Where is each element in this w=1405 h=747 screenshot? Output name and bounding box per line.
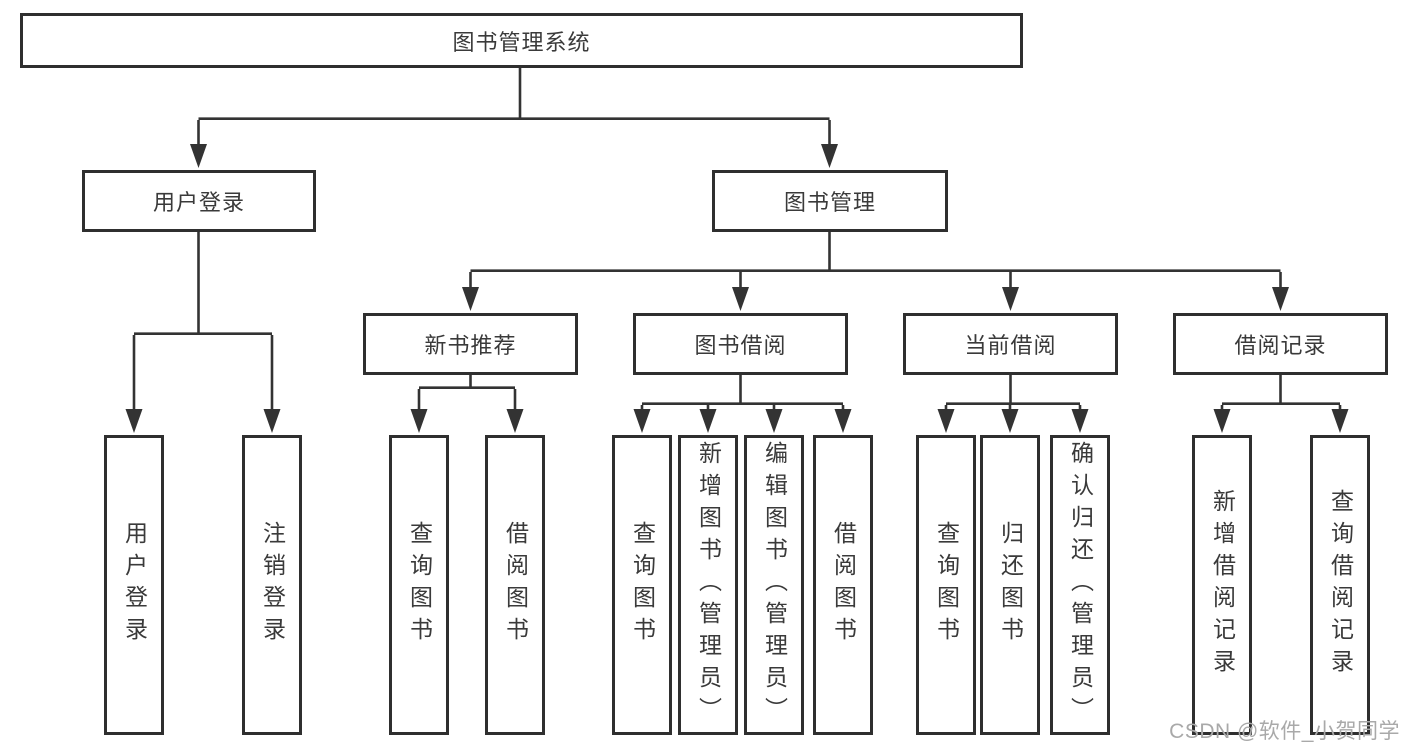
leaf-add-books-admin: 新增图书（管理员） [678, 435, 738, 735]
leaf-return-books-label: 归还图书 [997, 521, 1024, 649]
connector-arrowheads [125, 144, 1349, 433]
node-user-login-label: 用户登录 [152, 190, 245, 215]
node-borrowing-records: 借阅记录 [1173, 313, 1388, 375]
node-book-borrowing: 图书借阅 [633, 313, 848, 375]
leaf-borrow-books-recommend: 借阅图书 [485, 435, 545, 735]
leaf-confirm-return-admin-label: 确认归还（管理员） [1067, 441, 1094, 729]
leaf-add-borrow-record: 新增借阅记录 [1192, 435, 1252, 735]
node-book-management: 图书管理 [712, 170, 948, 232]
node-new-book-recommend-label: 新书推荐 [424, 333, 517, 358]
leaf-query-borrow-record: 查询借阅记录 [1310, 435, 1370, 735]
node-borrowing-records-label: 借阅记录 [1234, 333, 1327, 358]
node-library-system: 图书管理系统 [20, 13, 1023, 68]
leaf-query-books-recommend-label: 查询图书 [406, 521, 433, 649]
leaf-borrow-books: 借阅图书 [813, 435, 873, 735]
leaf-edit-books-admin-label: 编辑图书（管理员） [761, 441, 788, 729]
node-new-book-recommend: 新书推荐 [363, 313, 578, 375]
leaf-query-borrow-record-label: 查询借阅记录 [1327, 489, 1354, 681]
leaf-query-books-current: 查询图书 [916, 435, 976, 735]
node-current-borrowing-label: 当前借阅 [964, 333, 1057, 358]
node-book-borrowing-label: 图书借阅 [694, 333, 787, 358]
node-library-system-label: 图书管理系统 [452, 29, 591, 55]
leaf-borrow-books-recommend-label: 借阅图书 [502, 521, 529, 649]
leaf-query-books-current-label: 查询图书 [933, 521, 960, 649]
leaf-query-books-recommend: 查询图书 [389, 435, 449, 735]
leaf-confirm-return-admin: 确认归还（管理员） [1050, 435, 1110, 735]
csdn-watermark: CSDN @软件_小贺同学 [1169, 720, 1400, 743]
leaf-edit-books-admin: 编辑图书（管理员） [744, 435, 804, 735]
node-current-borrowing: 当前借阅 [903, 313, 1118, 375]
leaf-logout: 注销登录 [242, 435, 302, 735]
leaf-add-books-admin-label: 新增图书（管理员） [695, 441, 722, 729]
leaf-logout-label: 注销登录 [259, 521, 286, 649]
leaf-borrow-books-label: 借阅图书 [830, 521, 857, 649]
leaf-user-login-label: 用户登录 [121, 521, 148, 649]
leaf-return-books: 归还图书 [980, 435, 1040, 735]
node-user-login: 用户登录 [82, 170, 316, 232]
leaf-query-books-borrow-label: 查询图书 [629, 521, 656, 649]
leaf-add-borrow-record-label: 新增借阅记录 [1209, 489, 1236, 681]
leaf-user-login: 用户登录 [104, 435, 164, 735]
leaf-query-books-borrow: 查询图书 [612, 435, 672, 735]
node-book-management-label: 图书管理 [783, 190, 876, 215]
